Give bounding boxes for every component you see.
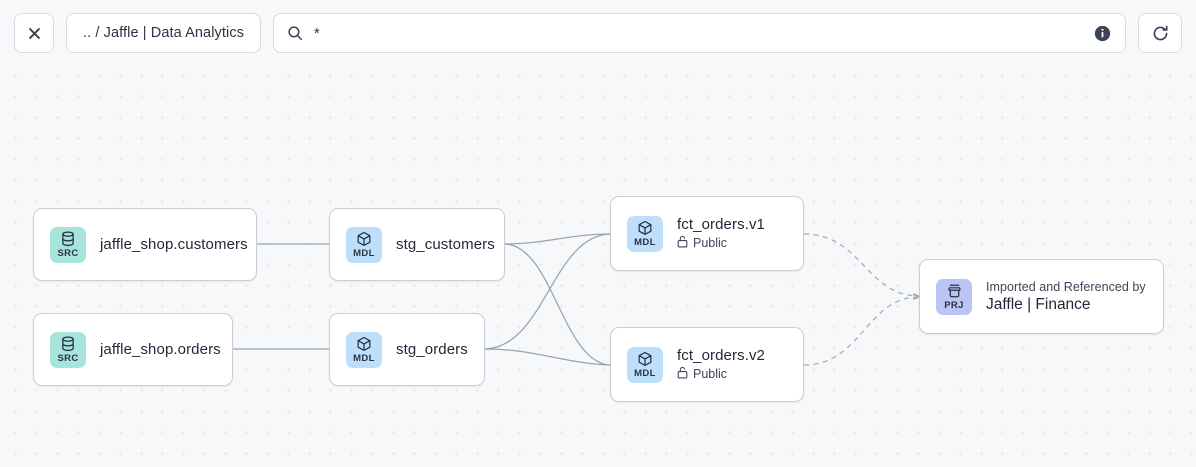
unlock-icon: [677, 366, 688, 382]
edge-layer: [233, 233, 920, 366]
search-icon: [287, 25, 303, 41]
node-badge-label: MDL: [353, 247, 375, 259]
node-title: stg_orders: [396, 341, 468, 358]
breadcrumb[interactable]: .. / Jaffle | Data Analytics: [66, 13, 262, 53]
node-badge-mdl: MDL: [627, 215, 663, 252]
lineage-canvas[interactable]: SRC jaffle_shop.customers SRC jaffle_sho…: [0, 62, 1196, 467]
edge-stg-orders-fct-v1: [484, 233, 611, 350]
graph-node-fct-orders-v1[interactable]: MDL fct_orders.v1 Public: [610, 196, 804, 271]
node-title: Jaffle | Finance: [986, 295, 1091, 313]
graph-node-src-customers[interactable]: SRC jaffle_shop.customers: [33, 208, 257, 281]
node-badge-label: MDL: [634, 367, 656, 379]
toolbar: .. / Jaffle | Data Analytics *: [0, 0, 1196, 66]
edge-stg-orders-fct-v2: [484, 348, 611, 366]
graph-node-stg-customers[interactable]: MDL stg_customers: [329, 208, 505, 281]
node-badge-label: MDL: [353, 352, 375, 364]
node-badge-label: PRJ: [944, 299, 964, 311]
node-title: fct_orders.v1: [677, 216, 766, 233]
info-icon[interactable]: [1094, 25, 1111, 42]
node-title: fct_orders.v2: [677, 347, 766, 364]
refresh-icon: [1151, 24, 1170, 43]
refresh-button[interactable]: [1138, 13, 1182, 53]
unlock-icon: [677, 235, 688, 251]
database-icon: [61, 231, 75, 248]
cube-icon: [356, 231, 372, 248]
node-title: jaffle_shop.orders: [100, 341, 221, 358]
edge-fct-v2-prj: [803, 294, 920, 366]
node-badge-mdl: MDL: [346, 331, 382, 368]
breadcrumb-label: .. / Jaffle | Data Analytics: [83, 25, 245, 41]
node-badge-mdl: MDL: [346, 226, 382, 263]
node-badge-label: SRC: [57, 352, 79, 364]
node-visibility: Public: [677, 235, 765, 251]
graph-node-src-orders[interactable]: SRC jaffle_shop.orders: [33, 313, 233, 386]
database-icon: [61, 336, 75, 353]
node-title: stg_customers: [396, 236, 495, 253]
search-value: *: [314, 26, 320, 43]
node-badge-label: SRC: [57, 247, 79, 259]
cube-icon: [637, 351, 653, 368]
node-badge-src: SRC: [50, 226, 86, 263]
project-icon: [947, 283, 962, 300]
cube-icon: [637, 220, 653, 237]
close-icon: [27, 26, 42, 41]
graph-node-fct-orders-v2[interactable]: MDL fct_orders.v2 Public: [610, 327, 804, 402]
node-badge-mdl: MDL: [627, 346, 663, 383]
node-badge-src: SRC: [50, 331, 86, 368]
edge-fct-v1-prj: [803, 233, 920, 299]
cube-icon: [356, 336, 372, 353]
node-badge-label: MDL: [634, 236, 656, 248]
close-button[interactable]: [14, 13, 54, 53]
node-visibility-label: Public: [693, 367, 728, 381]
edge-stg-customers-fct-v1: [504, 233, 611, 245]
node-visibility-label: Public: [693, 236, 728, 250]
edge-stg-customers-fct-v2: [504, 243, 611, 366]
search-input[interactable]: *: [273, 13, 1126, 53]
node-visibility: Public: [677, 366, 765, 382]
node-title: jaffle_shop.customers: [100, 236, 248, 253]
graph-node-prj-jaffle-finance[interactable]: PRJ Imported and Referenced by Jaffle | …: [919, 259, 1164, 334]
node-badge-prj: PRJ: [936, 278, 972, 315]
node-kicker: Imported and Referenced by: [986, 279, 1146, 294]
graph-node-stg-orders[interactable]: MDL stg_orders: [329, 313, 485, 386]
